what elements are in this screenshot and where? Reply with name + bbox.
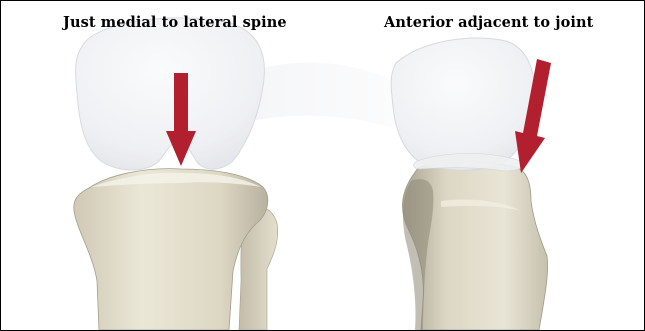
caption-right: Anterior adjacent to joint bbox=[384, 14, 593, 31]
left-femur bbox=[76, 18, 265, 170]
caption-left: Just medial to lateral spine bbox=[63, 14, 287, 31]
right-femur bbox=[391, 38, 535, 170]
femur-shadow-bridge bbox=[251, 63, 401, 131]
left-tibia bbox=[74, 169, 268, 330]
